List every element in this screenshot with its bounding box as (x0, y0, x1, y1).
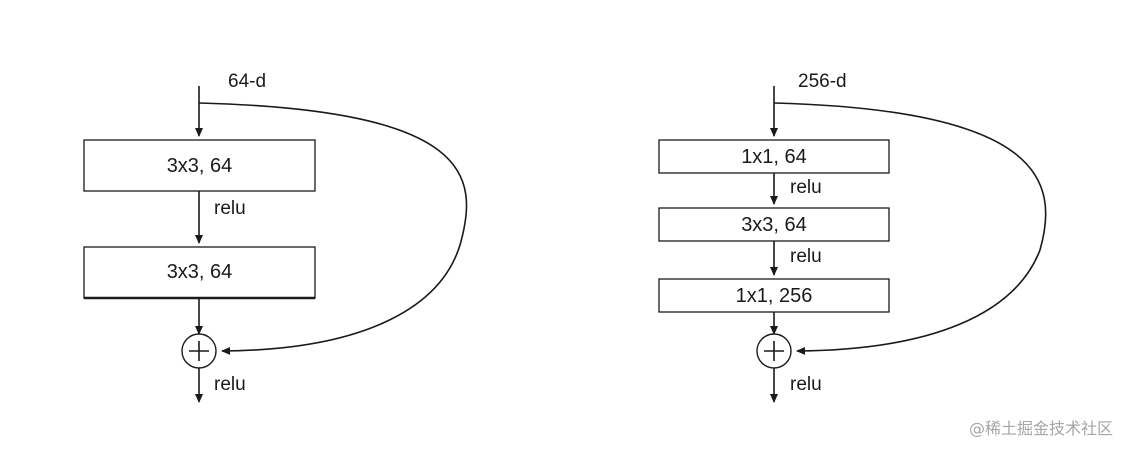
right-out-relu-label: relu (790, 374, 822, 395)
basic-block: 64-d 3x3, 64 relu 3x3, 64 relu (83, 71, 468, 403)
right-layer3-box (658, 278, 890, 313)
left-input-label: 64-d (228, 71, 266, 92)
bottleneck-block: 256-d 1x1, 64 relu 3x3, 64 relu 1x1, 256… (658, 71, 1047, 403)
left-layer2-label: 3x3, 64 (167, 261, 233, 283)
right-layer1-label: 1x1, 64 (741, 146, 807, 168)
right-layer2-label: 3x3, 64 (741, 214, 807, 236)
right-relu1-label: relu (790, 177, 822, 198)
left-out-relu-label: relu (214, 374, 246, 395)
left-layer2-box (83, 246, 316, 299)
left-relu1-label: relu (214, 198, 246, 219)
watermark: @稀土掘金技术社区 (968, 419, 1113, 438)
left-layer1-label: 3x3, 64 (167, 155, 233, 177)
right-relu2-label: relu (790, 246, 822, 267)
right-shortcut-connection (773, 102, 1047, 355)
right-input-label: 256-d (798, 71, 847, 92)
right-layer3-label: 1x1, 256 (736, 285, 813, 307)
left-shortcut-connection (198, 102, 468, 355)
